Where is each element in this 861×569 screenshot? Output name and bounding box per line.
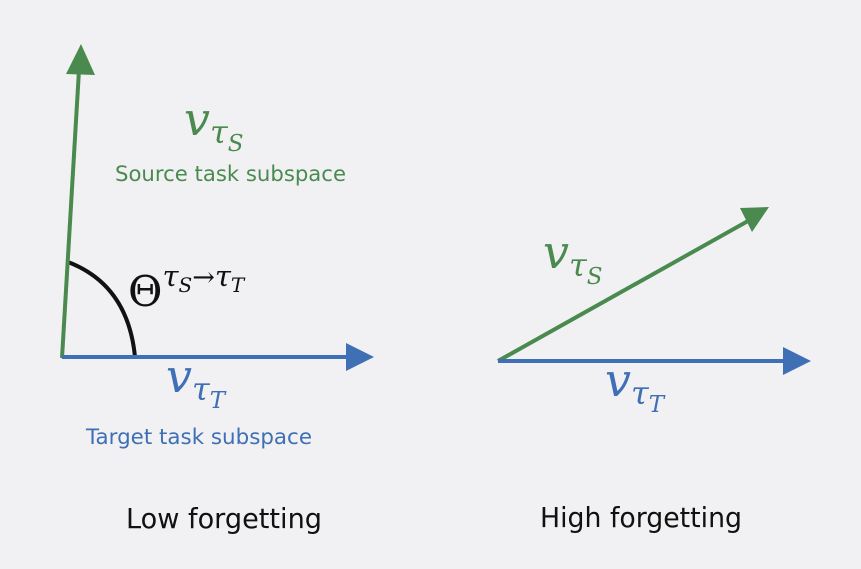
source-vector-label: vτS xyxy=(184,92,243,157)
target-vector-label: vτT xyxy=(166,349,227,414)
target-vector-label: vτT xyxy=(605,353,666,418)
high-forgetting-caption: High forgetting xyxy=(540,501,742,534)
source-vector-line xyxy=(497,219,749,363)
source-vector-line xyxy=(60,69,81,359)
source-vector-label: vτS xyxy=(543,225,602,290)
angle-arc xyxy=(67,260,137,358)
source-vector-arrowhead xyxy=(740,207,769,232)
target-vector-arrowhead xyxy=(346,343,374,371)
left-panel: vτS Source task subspace ΘτS→τT vτT Targ… xyxy=(60,44,374,535)
right-panel: vτS vτT High forgetting xyxy=(497,207,811,534)
source-subspace-label: Source task subspace xyxy=(115,162,346,186)
low-forgetting-caption: Low forgetting xyxy=(126,502,322,535)
source-vector-arrowhead xyxy=(66,44,95,75)
angle-label: ΘτS→τT xyxy=(128,259,246,316)
target-vector-arrowhead xyxy=(783,347,811,375)
target-subspace-label: Target task subspace xyxy=(85,425,312,449)
